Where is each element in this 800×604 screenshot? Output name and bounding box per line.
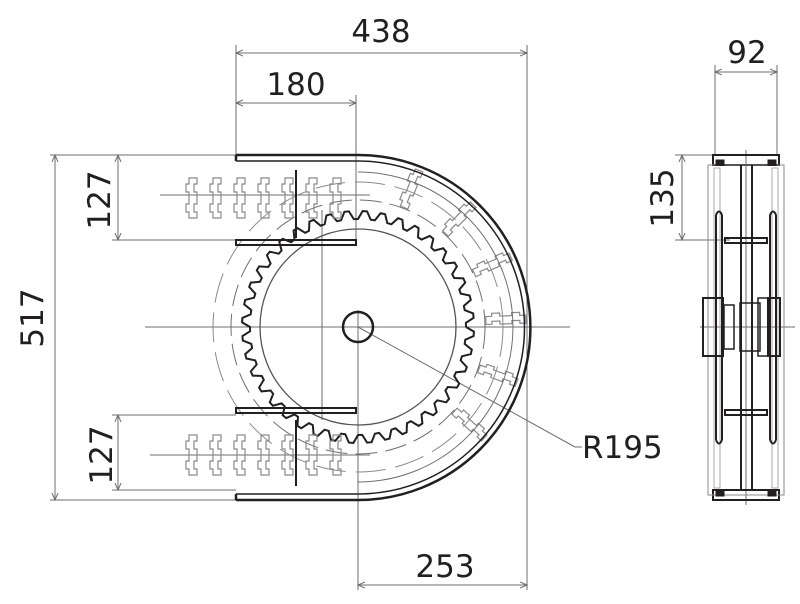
chain-module <box>209 434 222 476</box>
chain-module <box>257 434 270 476</box>
side-view <box>702 154 785 501</box>
chain-module <box>329 177 342 219</box>
front-view <box>185 153 532 502</box>
chain-module <box>209 177 222 219</box>
chain-module <box>305 434 318 476</box>
chain-module <box>441 201 477 238</box>
chain-module <box>329 434 342 476</box>
chain-module <box>450 407 488 442</box>
chain-module <box>233 177 246 219</box>
chain-module <box>305 177 318 219</box>
extension-lines <box>50 45 795 590</box>
chain-module <box>257 177 270 219</box>
dim-253: 253 <box>415 549 474 585</box>
dimension-lines <box>55 53 777 585</box>
inner-rail-bottom <box>235 407 357 414</box>
dim-517: 517 <box>15 288 51 347</box>
sprocket-teeth <box>241 210 475 444</box>
chain-module <box>185 434 198 476</box>
chain-module <box>233 434 246 476</box>
chain-module <box>476 363 519 388</box>
outer-guide-rail <box>236 153 532 502</box>
radius-leader <box>357 326 576 448</box>
dim-127-top: 127 <box>82 170 118 229</box>
chain-module <box>485 311 527 326</box>
dim-127-bottom: 127 <box>84 425 120 484</box>
chain-module <box>399 168 424 210</box>
inner-rail-top <box>235 239 357 246</box>
chain-module <box>281 177 294 219</box>
shaft-circle <box>341 310 375 344</box>
dim-92: 92 <box>727 35 766 71</box>
chain-module <box>281 434 294 476</box>
sprocket-hub-circle <box>259 228 457 426</box>
dim-438: 438 <box>351 14 410 50</box>
dim-135: 135 <box>645 168 681 227</box>
dim-radius: R195 <box>582 430 663 466</box>
chain-module <box>471 252 514 278</box>
chain-module <box>185 177 198 219</box>
dim-180: 180 <box>266 67 325 103</box>
chain-modules <box>185 168 527 476</box>
